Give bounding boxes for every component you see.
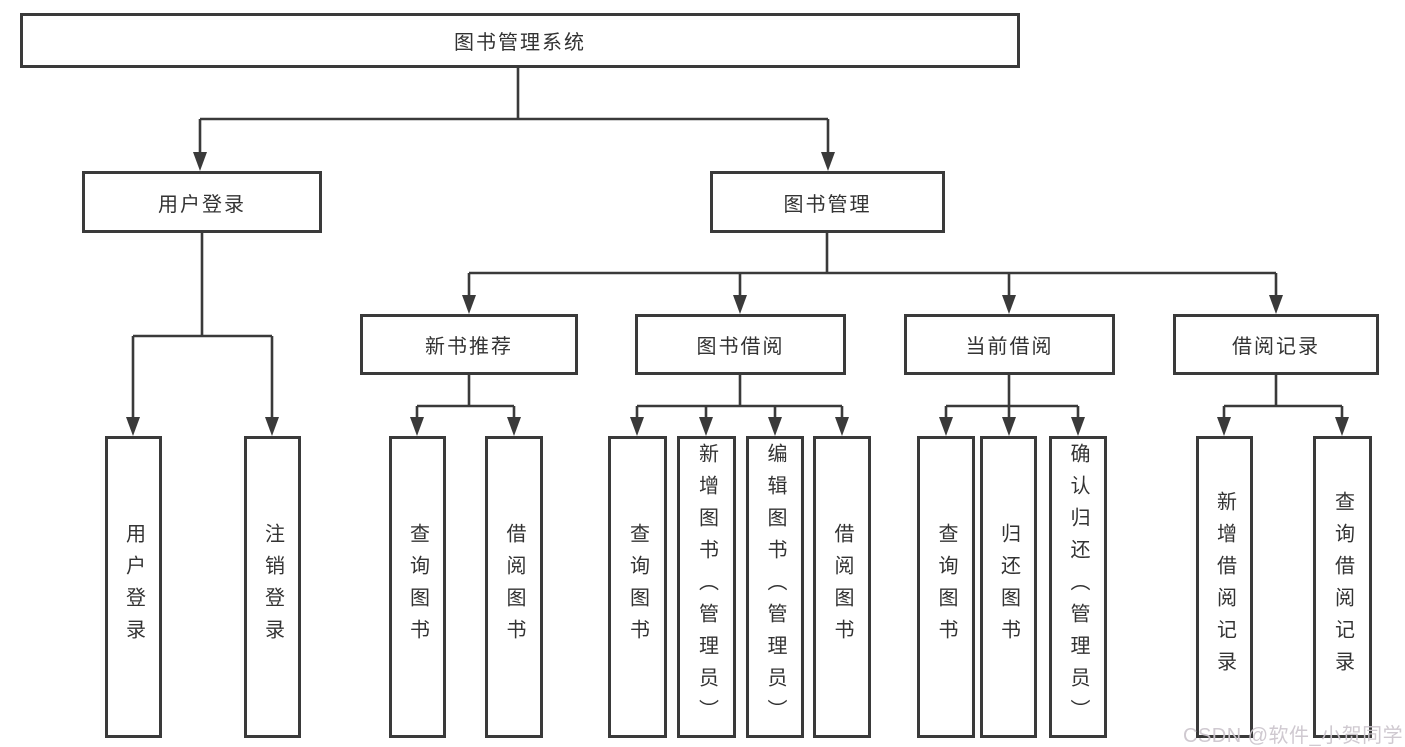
leaf-user-login: 用户登录 xyxy=(105,436,162,738)
connector-current-to-leaves xyxy=(939,375,1085,436)
leaf-borrow-query-books: 查询图书 xyxy=(608,436,667,738)
leaf-borrow-add-books-admin: 新增图书（管理员） xyxy=(677,436,736,738)
leaf-borrow-borrow-books-label: 借阅图书 xyxy=(831,523,853,651)
node-current-borrow-label: 当前借阅 xyxy=(965,336,1054,358)
connector-borrow-to-leaves xyxy=(630,375,849,436)
leaf-current-query-books-label: 查询图书 xyxy=(935,523,957,651)
connector-userlogin-to-leaves xyxy=(126,233,279,436)
leaf-current-return-books: 归还图书 xyxy=(980,436,1037,738)
leaf-current-query-books: 查询图书 xyxy=(917,436,975,738)
leaf-borrow-query-books-label: 查询图书 xyxy=(626,523,649,651)
node-borrow-records-label: 借阅记录 xyxy=(1232,336,1320,358)
leaf-records-query-record: 查询借阅记录 xyxy=(1313,436,1372,738)
leaf-recommend-query-books: 查询图书 xyxy=(389,436,446,738)
leaf-borrow-add-books-admin-label: 新增图书（管理员） xyxy=(695,443,718,731)
leaf-logout: 注销登录 xyxy=(244,436,301,738)
node-library-system-label: 图书管理系统 xyxy=(454,32,586,54)
node-new-book-recommend-label: 新书推荐 xyxy=(425,336,513,358)
leaf-records-add-record: 新增借阅记录 xyxy=(1196,436,1253,738)
connector-records-to-leaves xyxy=(1217,375,1349,436)
connector-bookmgmt-to-level3 xyxy=(462,233,1283,314)
leaf-borrow-edit-books-admin-label: 编辑图书（管理员） xyxy=(764,443,786,731)
leaf-recommend-query-books-label: 查询图书 xyxy=(406,523,429,651)
connector-root-to-level2 xyxy=(193,68,835,171)
node-book-borrow: 图书借阅 xyxy=(635,314,846,375)
leaf-borrow-borrow-books: 借阅图书 xyxy=(813,436,871,738)
node-current-borrow: 当前借阅 xyxy=(904,314,1115,375)
node-borrow-records: 借阅记录 xyxy=(1173,314,1379,375)
node-book-management-label: 图书管理 xyxy=(783,193,872,216)
csdn-watermark: CSDN @软件_小贺同学 xyxy=(1183,725,1404,747)
node-new-book-recommend: 新书推荐 xyxy=(360,314,578,375)
leaf-recommend-borrow-books: 借阅图书 xyxy=(485,436,543,738)
leaf-current-confirm-return-admin-label: 确认归还（管理员） xyxy=(1067,443,1089,731)
leaf-current-return-books-label: 归还图书 xyxy=(997,523,1020,651)
node-user-login-label: 用户登录 xyxy=(158,193,246,216)
leaf-recommend-borrow-books-label: 借阅图书 xyxy=(503,523,525,651)
leaf-records-add-record-label: 新增借阅记录 xyxy=(1213,491,1236,683)
leaf-records-query-record-label: 查询借阅记录 xyxy=(1331,491,1354,683)
leaf-user-login-label: 用户登录 xyxy=(122,523,145,651)
node-user-login: 用户登录 xyxy=(82,171,322,233)
leaf-borrow-edit-books-admin: 编辑图书（管理员） xyxy=(746,436,804,738)
node-book-management: 图书管理 xyxy=(710,171,945,233)
connector-recommend-to-leaves xyxy=(410,375,521,436)
node-library-system: 图书管理系统 xyxy=(20,13,1020,68)
leaf-current-confirm-return-admin: 确认归还（管理员） xyxy=(1049,436,1107,738)
node-book-borrow-label: 图书借阅 xyxy=(696,336,785,358)
leaf-logout-label: 注销登录 xyxy=(261,523,284,651)
